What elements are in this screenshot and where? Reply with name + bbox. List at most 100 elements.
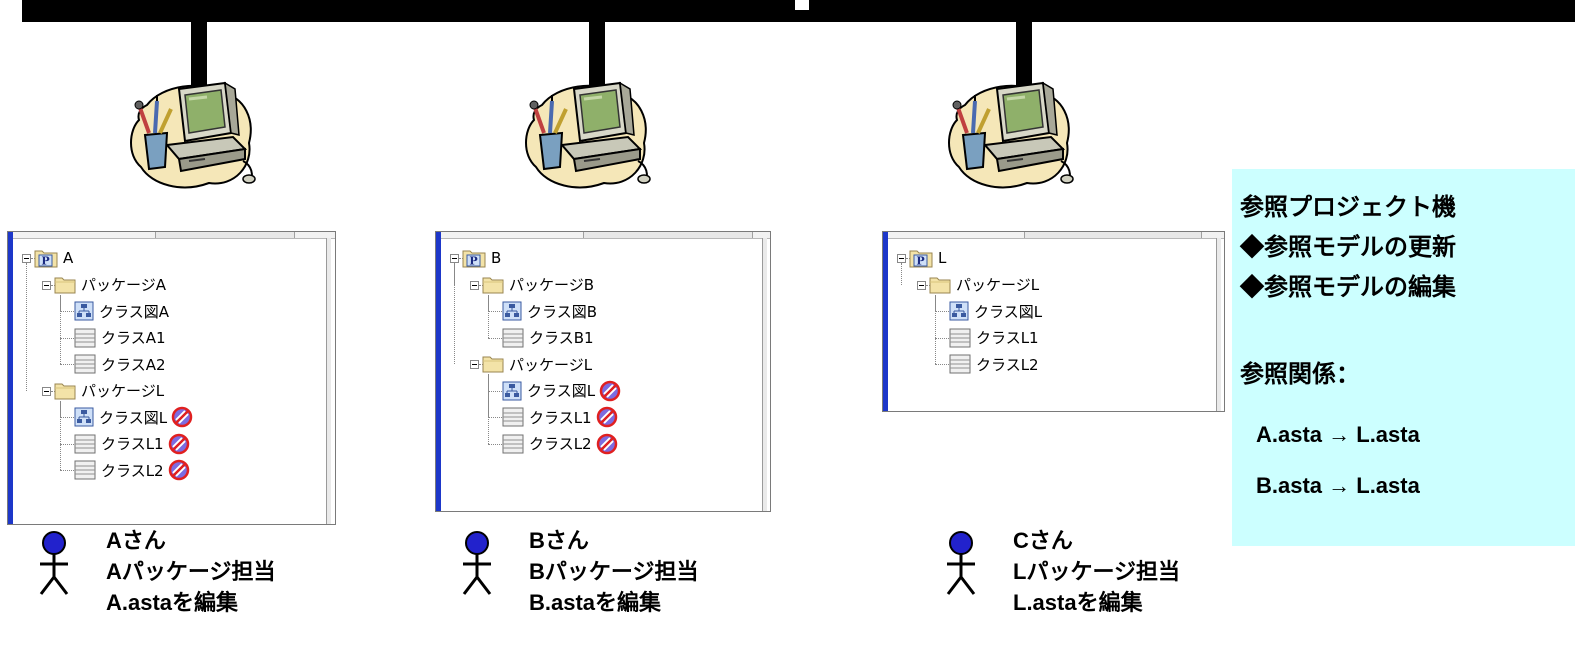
tree-expander[interactable] — [42, 386, 51, 396]
computer-icon — [127, 75, 257, 199]
class-diagram-icon — [502, 301, 522, 321]
tree-node-class[interactable]: クラスL1 — [502, 406, 618, 428]
tree-node-diagram[interactable]: クラス図B — [502, 300, 597, 322]
tree-node-class[interactable]: クラスL2 — [949, 353, 1039, 375]
tree-node-class[interactable]: クラスL2 — [74, 459, 190, 481]
network-drop-b — [589, 18, 605, 90]
tree-node-class[interactable]: クラスA1 — [74, 327, 166, 349]
tree-node-project[interactable]: P A — [34, 247, 73, 269]
person-task: L.astaを編集 — [1013, 590, 1143, 615]
tree-node-label: クラスL1 — [529, 408, 592, 427]
tree-node-diagram[interactable]: クラス図L — [502, 380, 621, 402]
tree-expander[interactable] — [917, 280, 926, 290]
tree-node-project[interactable]: P B — [462, 247, 501, 269]
tree-expander[interactable] — [470, 360, 479, 369]
class-diagram-icon — [74, 301, 94, 321]
reference-icon — [596, 406, 617, 428]
tree-node-package[interactable]: パッケージL — [54, 380, 164, 402]
tree-node-diagram[interactable]: クラス図L — [949, 300, 1042, 322]
tree-node-class[interactable]: クラスL2 — [502, 433, 618, 455]
tree-node-label: クラスB1 — [529, 329, 594, 347]
package-icon — [482, 277, 504, 293]
class-icon — [502, 434, 524, 453]
tree-node-label: A — [63, 249, 74, 267]
tree-node-package[interactable]: パッケージL — [929, 274, 1039, 296]
tree-node-label: パッケージL — [509, 355, 593, 374]
tree-node-label: クラス図L — [99, 408, 168, 427]
person-name: Cさん — [1013, 528, 1073, 553]
tree-expander[interactable] — [897, 254, 906, 263]
model-tree-panel-l: P L パッケージL クラス図L クラスL1 クラスL2 — [882, 231, 1225, 412]
info-bullet-edit: ◆参照モデルの編集 — [1240, 274, 1456, 301]
class-icon — [502, 328, 524, 347]
tree-expander[interactable] — [42, 280, 51, 290]
tree-node-package[interactable]: パッケージB — [482, 274, 594, 296]
tree-expander[interactable] — [470, 280, 479, 290]
tree-node-package[interactable]: パッケージA — [54, 274, 166, 296]
reference-icon — [599, 380, 621, 401]
person-name: Bさん — [529, 528, 589, 553]
model-tree-panel-b: P B パッケージB クラス図B クラスB1 パッケージL クラス図L — [435, 231, 771, 512]
project-icon: P — [34, 250, 58, 268]
class-icon — [74, 354, 96, 374]
tree-node-label: パッケージA — [81, 276, 166, 294]
tree-node-label: L — [938, 249, 947, 267]
tree-node-diagram[interactable]: クラス図L — [74, 406, 193, 428]
relation-title: 参照関係： — [1240, 361, 1360, 388]
info-bullet-update: ◆参照モデルの更新 — [1240, 234, 1456, 261]
network-backbone — [22, 0, 1575, 22]
tree-node-label: クラスL2 — [976, 355, 1039, 374]
network-drop-c — [1016, 18, 1032, 90]
person-name: Aさん — [106, 528, 166, 553]
tree-node-class[interactable]: クラスL1 — [949, 327, 1039, 349]
tree-node-package[interactable]: パッケージL — [482, 353, 592, 375]
backbone-drop-center — [795, 0, 809, 10]
class-icon — [74, 328, 96, 347]
tree-node-class[interactable]: クラスB1 — [502, 327, 594, 349]
class-diagram-icon — [949, 301, 969, 321]
relation-a-to-l: A.asta → L.asta — [1256, 422, 1420, 447]
tree-node-class[interactable]: クラスL1 — [74, 433, 190, 455]
info-title: 参照プロジェクト機 — [1240, 194, 1456, 221]
project-icon: P — [909, 250, 933, 268]
person-role: Lパッケージ担当 — [1013, 559, 1180, 584]
tree-node-label: パッケージL — [956, 276, 1040, 294]
class-diagram-icon — [502, 381, 522, 400]
package-icon — [54, 277, 76, 293]
tree-node-diagram[interactable]: クラス図A — [74, 300, 169, 322]
reference-icon — [168, 433, 189, 454]
person-task: A.astaを編集 — [106, 590, 239, 615]
panel-stripe — [436, 232, 441, 511]
network-drop-a — [191, 18, 207, 90]
tree-node-label: クラス図B — [527, 302, 597, 321]
tree-node-label: クラスL1 — [101, 435, 164, 453]
tree-expander[interactable] — [22, 254, 31, 263]
class-icon — [949, 354, 971, 374]
svg-text:P: P — [469, 255, 477, 268]
tree-node-class[interactable]: クラスA2 — [74, 353, 166, 375]
class-icon — [74, 460, 96, 480]
reference-icon — [168, 459, 189, 481]
tree-node-label: B — [491, 249, 502, 267]
project-icon: P — [462, 250, 486, 268]
class-icon — [502, 407, 524, 427]
person-icon — [461, 530, 493, 602]
person-task: B.astaを編集 — [529, 590, 662, 615]
tree-node-label: クラスL2 — [101, 461, 164, 480]
model-tree-panel-a: P A パッケージA クラス図A クラスA1 クラスA2 パッケージL クラス図… — [7, 231, 336, 525]
tree-node-label: パッケージB — [509, 276, 594, 294]
computer-icon — [522, 75, 652, 199]
svg-text:P: P — [41, 255, 49, 268]
person-role: Aパッケージ担当 — [106, 559, 276, 584]
panel-stripe — [8, 232, 13, 524]
tree-node-project[interactable]: P L — [909, 247, 946, 269]
tree-node-label: クラス図L — [527, 382, 596, 400]
package-icon — [929, 277, 951, 293]
tree-node-label: クラスL1 — [976, 329, 1039, 347]
reference-icon — [596, 433, 617, 454]
tree-expander[interactable] — [450, 254, 459, 263]
tree-node-label: クラスL2 — [529, 435, 592, 453]
person-role: Bパッケージ担当 — [529, 559, 699, 584]
tree-node-label: クラスA2 — [101, 355, 166, 374]
package-icon — [482, 356, 504, 373]
